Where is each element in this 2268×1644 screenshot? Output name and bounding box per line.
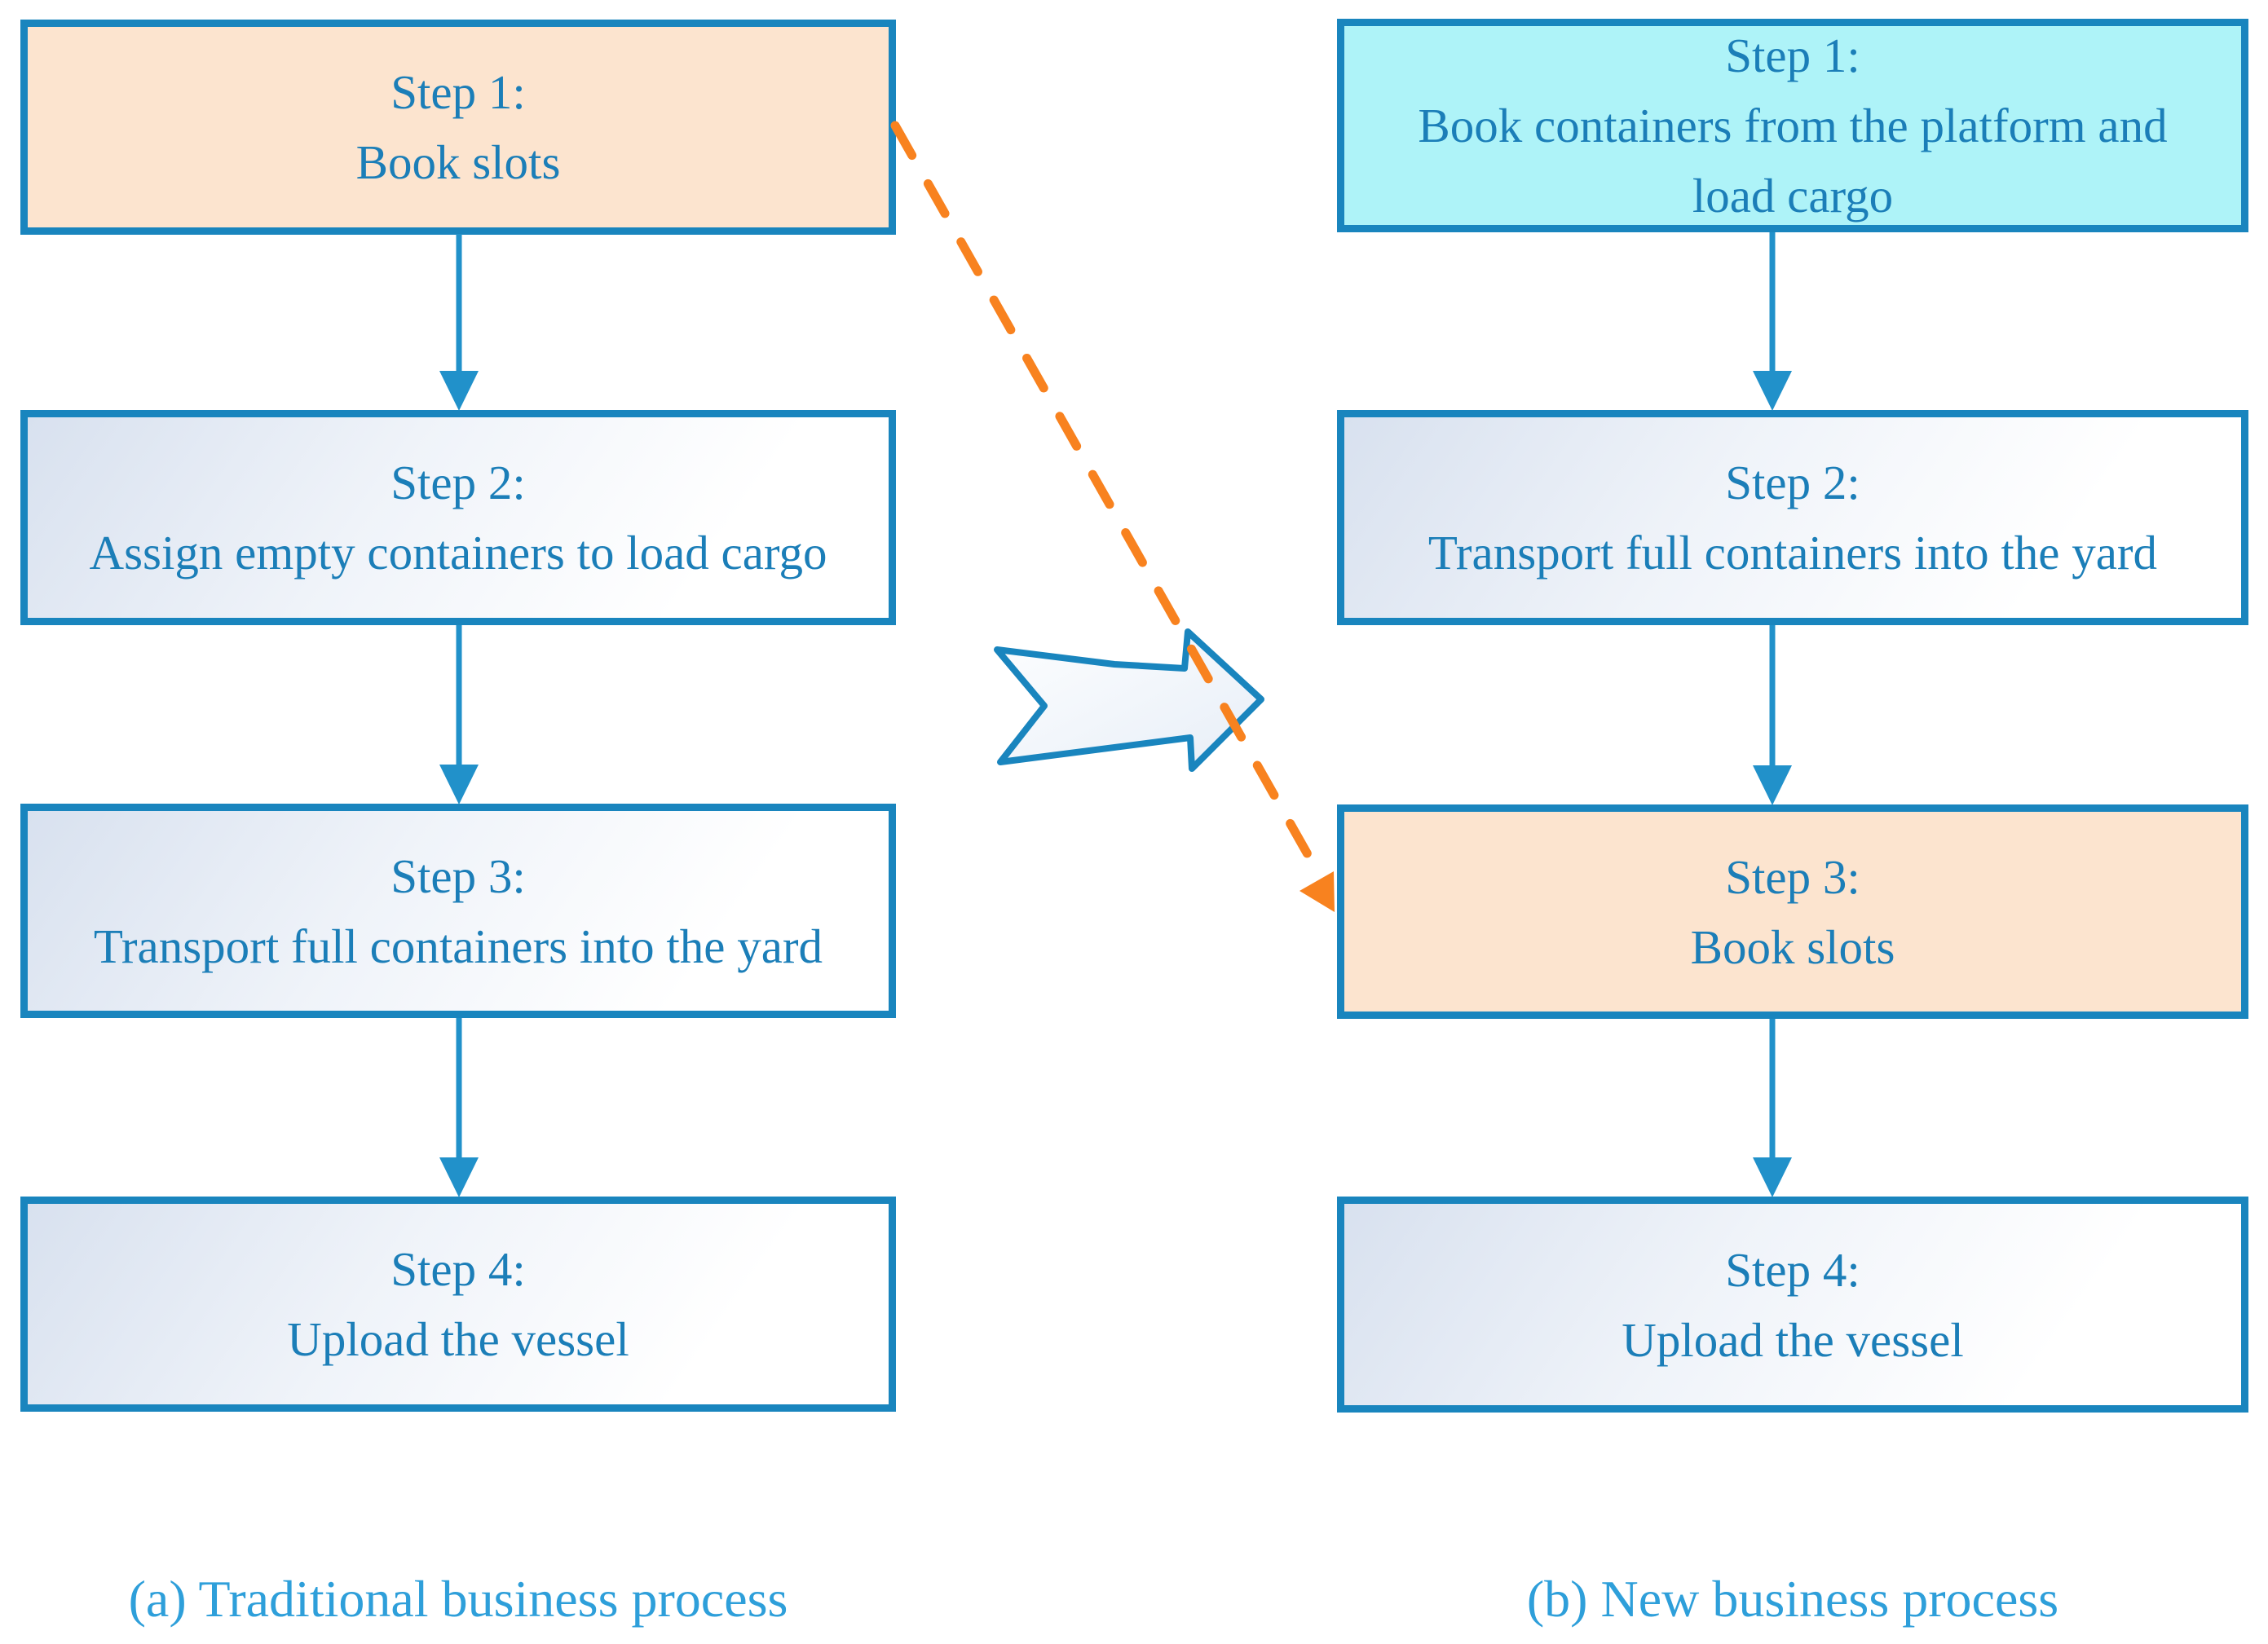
step-label: Step 3: bbox=[1725, 849, 1860, 904]
step-text: Transport full containers into the yard bbox=[1427, 526, 2158, 580]
step-box-new-4: Step 4: Upload the vessel bbox=[1337, 1197, 2248, 1413]
down-arrow-connector-a1-a2 bbox=[439, 234, 479, 411]
step-label: Step 2: bbox=[391, 456, 526, 509]
down-arrow-connector-a2-a3 bbox=[439, 625, 479, 804]
step-box-traditional-2: Step 2: Assign empty containers to load … bbox=[20, 410, 896, 625]
step-text: Book slots bbox=[1690, 919, 1895, 974]
step-text: Upload the vessel bbox=[287, 1312, 629, 1366]
step-label: Step 1: bbox=[391, 65, 526, 119]
step-box-traditional-1: Step 1: Book slots bbox=[20, 20, 896, 235]
step-text: Book slots bbox=[355, 135, 561, 189]
dashed-transfer-arrow bbox=[890, 121, 1335, 912]
step-text: Transport full containers into the yard bbox=[93, 919, 823, 973]
step-text: Book containers from the platform and lo… bbox=[1418, 99, 2168, 223]
step-box-new-2: Step 2: Transport full containers into t… bbox=[1337, 410, 2248, 625]
step-box-traditional-3: Step 3: Transport full containers into t… bbox=[20, 804, 896, 1018]
step-label: Step 4: bbox=[391, 1242, 526, 1296]
step-label: Step 1: bbox=[1725, 29, 1860, 82]
step-box-new-1: Step 1: Book containers from the platfor… bbox=[1337, 19, 2248, 232]
step-label: Step 2: bbox=[1725, 456, 1860, 509]
step-box-traditional-4: Step 4: Upload the vessel bbox=[20, 1197, 896, 1412]
transform-block-arrow-icon bbox=[994, 628, 1264, 772]
step-text: Upload the vessel bbox=[1622, 1312, 1964, 1367]
down-arrow-connector-a3-a4 bbox=[439, 1018, 479, 1197]
down-arrow-connector-b1-b2 bbox=[1753, 232, 1792, 411]
down-arrow-connector-b3-b4 bbox=[1753, 1019, 1792, 1197]
step-label: Step 3: bbox=[391, 848, 526, 903]
step-text: Assign empty containers to load cargo bbox=[89, 526, 827, 580]
step-label: Step 4: bbox=[1725, 1242, 1860, 1297]
caption-traditional-process: (a) Traditional business process bbox=[128, 1570, 788, 1628]
down-arrow-connector-b2-b3 bbox=[1753, 625, 1792, 805]
step-box-new-3: Step 3: Book slots bbox=[1337, 804, 2248, 1019]
caption-new-process: (b) New business process bbox=[1526, 1570, 2059, 1628]
